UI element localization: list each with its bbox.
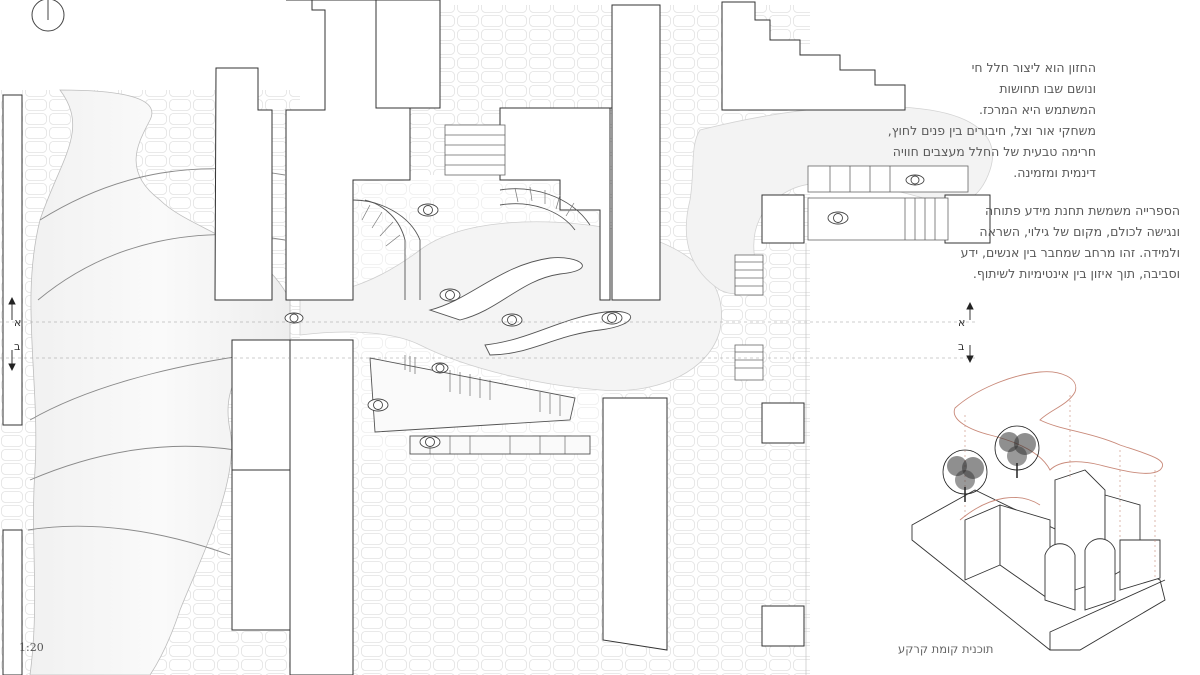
- section-marker-right-top: א: [958, 316, 966, 329]
- canopy-floor-left: [29, 89, 291, 675]
- stairs: [444, 124, 969, 381]
- concept-line: משחקי אור וצל, חיבורים בין פנים לחוץ,: [887, 123, 1096, 138]
- library-line: ולמידה. זהו מרחב שמחבר בין אנשים, ידע: [960, 245, 1180, 260]
- concept-line: החזון הוא ליצור חלל חי: [971, 60, 1096, 75]
- section-marker-left-bottom: ב: [14, 340, 21, 353]
- north-arrow-icon: [31, 0, 65, 32]
- arches: [352, 186, 591, 300]
- section-marker-right-bottom: ב: [958, 340, 965, 353]
- plan-caption: תוכנית קומת קרקע: [898, 642, 994, 656]
- concept-line: ונושם שבו תחושות: [999, 81, 1096, 96]
- concept-line: חרימה טבעית של החלל מעצבים חוויה: [892, 144, 1096, 159]
- library-line: וסביבה, תוך איזון בין אינטימיות לשיתוף.: [972, 266, 1180, 281]
- section-arrows: [8, 296, 974, 372]
- library-line: הספרייה משמשת תחנת מידע פתוחה: [985, 203, 1180, 218]
- section-lines: [0, 321, 975, 359]
- library-text-block: הספרייה משמשת תחנת מידע פתוחה ונגישה לכו…: [961, 200, 1180, 284]
- scale-label: 1:20: [19, 641, 44, 654]
- paving-bottom: [350, 460, 610, 675]
- concept-text-block: החזון הוא ליצור חלל חי ונושם שבו תחושות …: [888, 57, 1096, 183]
- axonometric-model: [911, 371, 1166, 651]
- person-topview-icon: [284, 174, 925, 449]
- library-line: ונגישה לכולם, מקום של גילוי, השראה: [979, 224, 1180, 239]
- tree-icon: [942, 425, 1040, 502]
- concept-line: המשתמש היא המרכז.: [979, 102, 1096, 117]
- section-marker-left-top: א: [14, 316, 22, 329]
- building-walls: [2, 0, 991, 675]
- concept-line: דינמית ומזמינה.: [1013, 165, 1096, 180]
